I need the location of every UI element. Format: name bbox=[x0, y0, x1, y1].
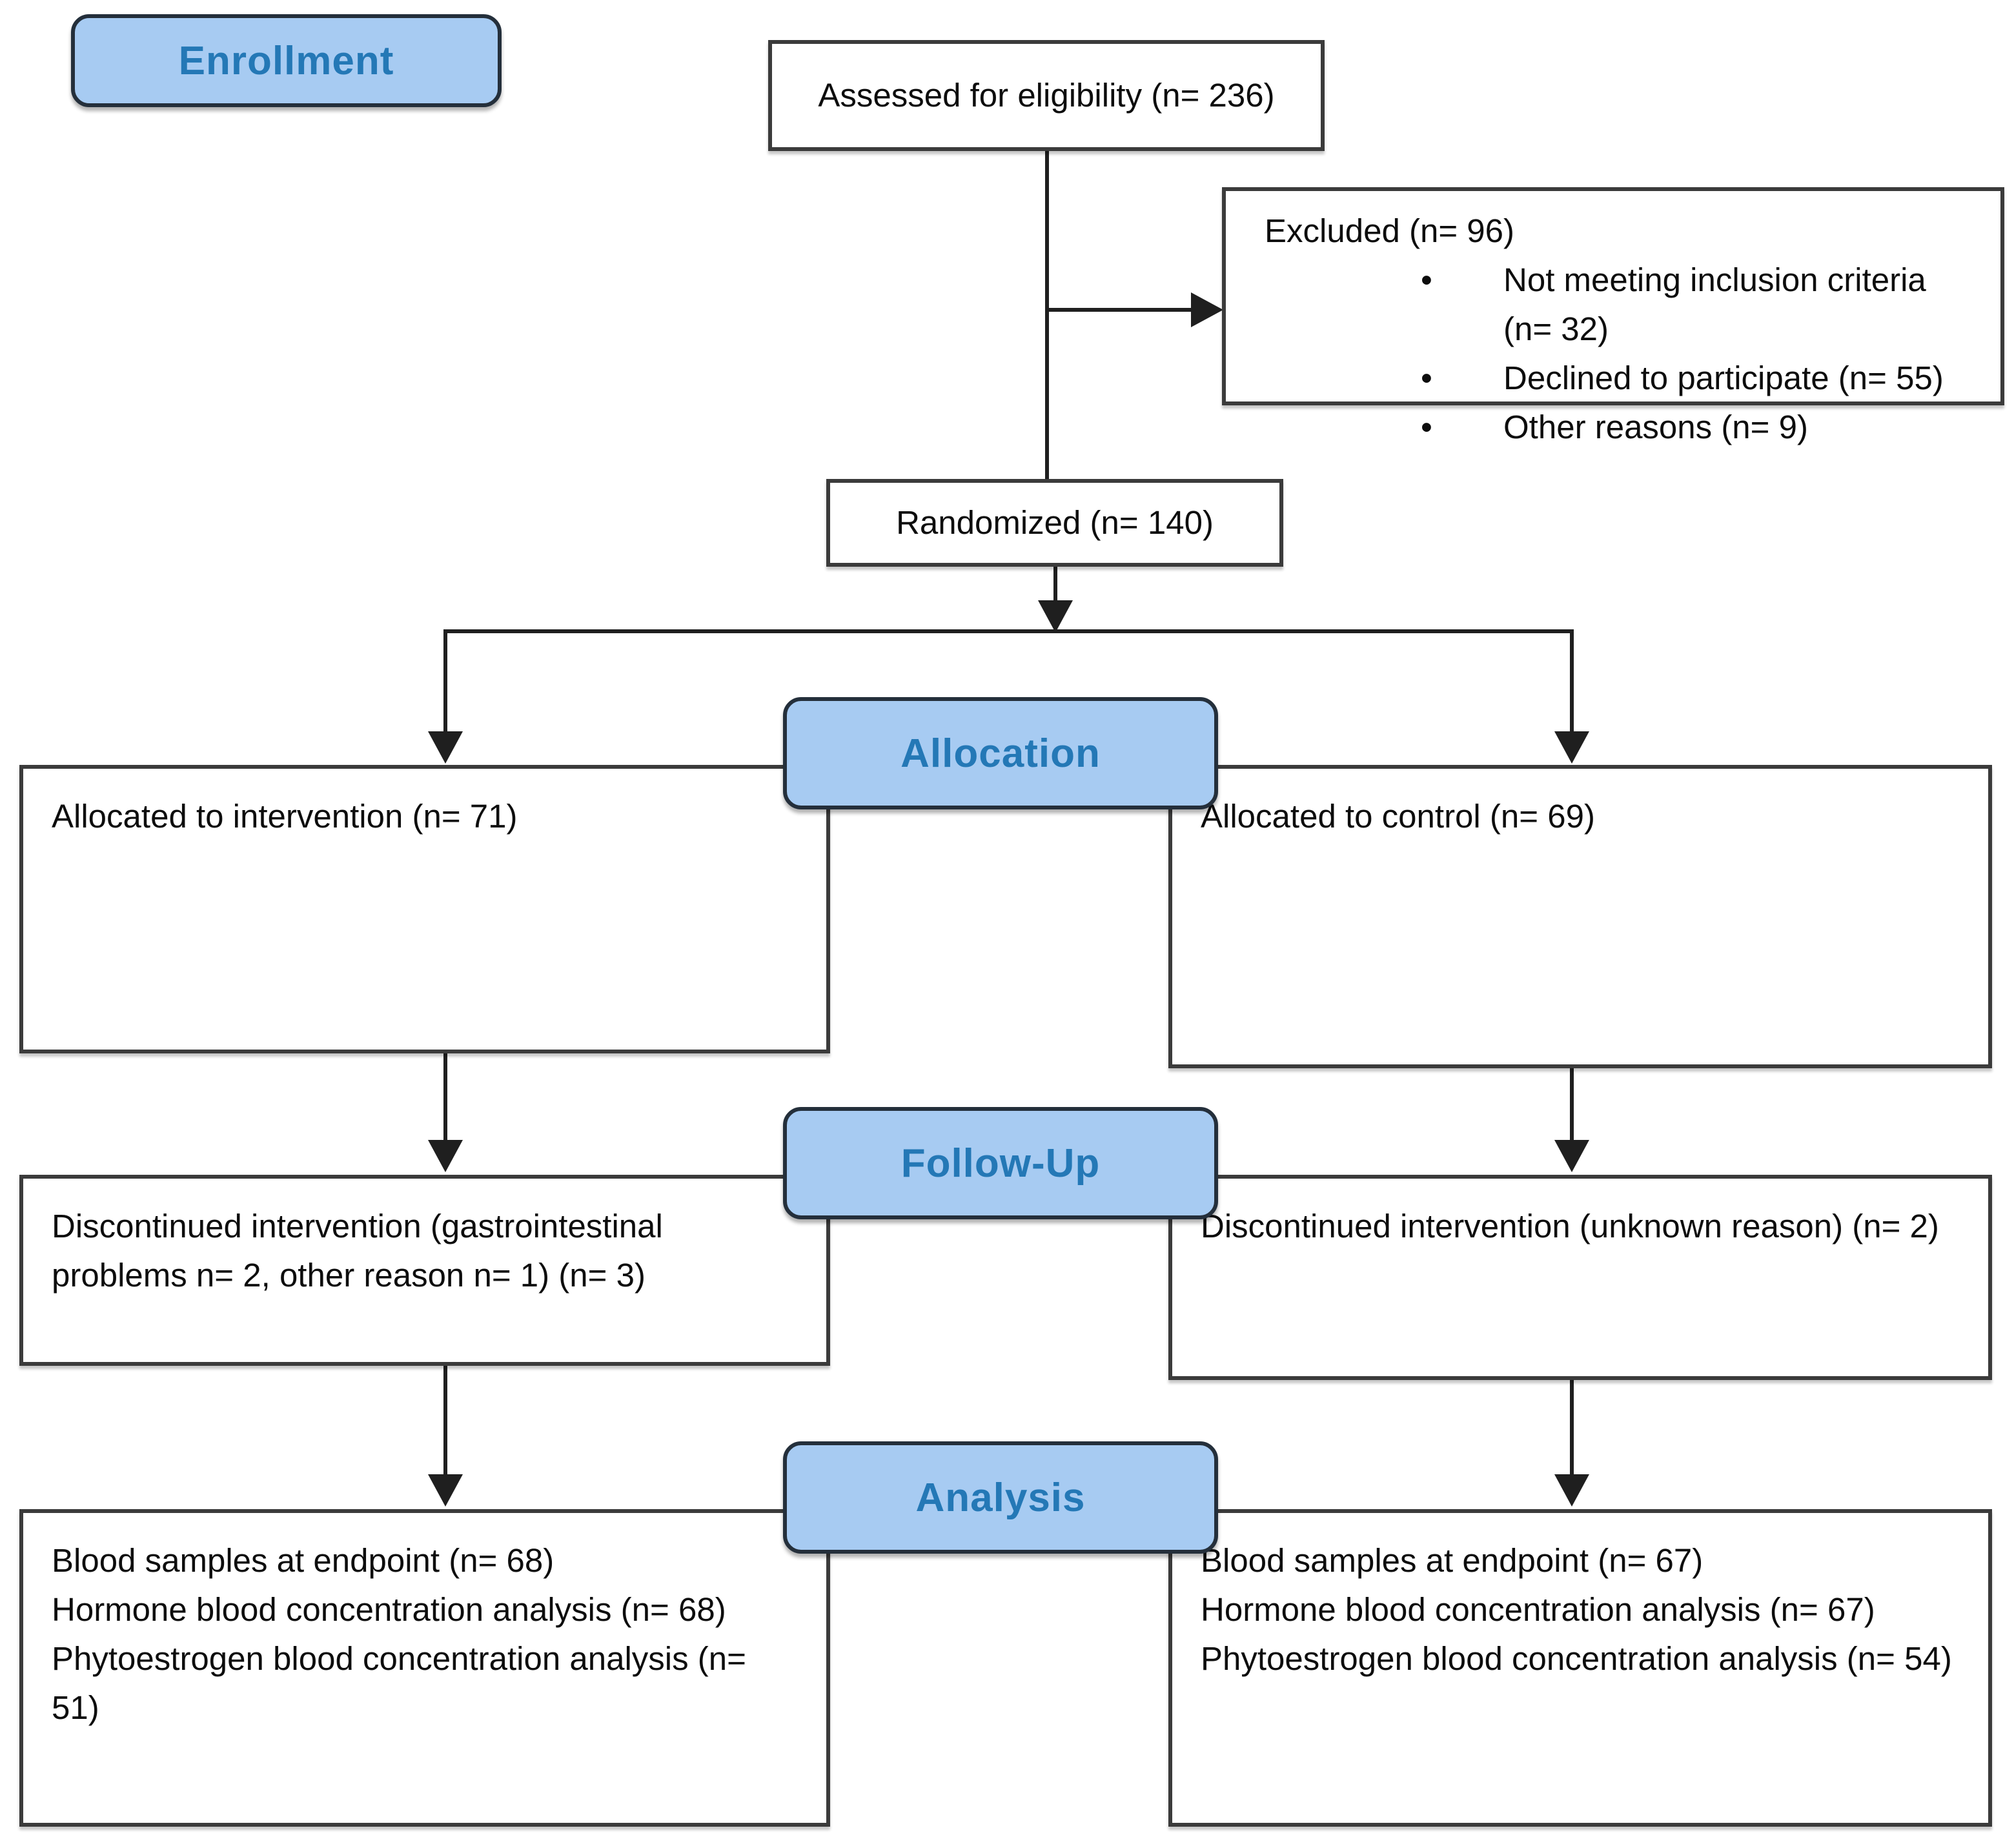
box-randomized-text: Randomized (n= 140) bbox=[896, 504, 1214, 541]
bullet-marker-icon: • bbox=[1421, 261, 1432, 298]
stage-label-analysis-text: Analysis bbox=[915, 1475, 1086, 1520]
arrowhead-down-split-icon bbox=[1038, 600, 1073, 633]
arrowhead-down-control-icon bbox=[1554, 731, 1589, 764]
box-assessed-for-eligibility: Assessed for eligibility (n= 236) bbox=[768, 40, 1325, 151]
connector-split-horizontal bbox=[443, 629, 1574, 633]
box-assessed-text: Assessed for eligibility (n= 236) bbox=[818, 77, 1275, 114]
connector-assessed-to-randomized bbox=[1045, 150, 1049, 479]
arrowhead-down-followup-left-icon bbox=[428, 1140, 463, 1172]
bullet-marker-icon: • bbox=[1421, 409, 1432, 445]
connector-split-to-control bbox=[1570, 629, 1574, 734]
excluded-bullet-row: • Not meeting inclusion criteria (n= 32) bbox=[1254, 256, 1972, 354]
analysis-left-line-2: Hormone blood concentration analysis (n=… bbox=[52, 1591, 726, 1628]
analysis-right-line-3: Phytoestrogen blood concentration analys… bbox=[1201, 1640, 1952, 1677]
excluded-bullet-row: • Declined to participate (n= 55) bbox=[1254, 354, 1972, 403]
box-analysis-control: Blood samples at endpoint (n= 67) Hormon… bbox=[1168, 1509, 1992, 1827]
box-discontinued-control-text: Discontinued intervention (unknown reaso… bbox=[1201, 1208, 1939, 1244]
excluded-title: Excluded (n= 96) bbox=[1265, 212, 1514, 249]
excluded-bullet-row: • Other reasons (n= 9) bbox=[1254, 403, 1972, 452]
box-discontinued-intervention-text: Discontinued intervention (gastrointesti… bbox=[52, 1208, 663, 1294]
arrowhead-down-analysis-left-icon bbox=[428, 1474, 463, 1507]
analysis-right-line-1: Blood samples at endpoint (n= 67) bbox=[1201, 1542, 1704, 1579]
stage-label-allocation: Allocation bbox=[783, 697, 1218, 809]
connector-control-to-followup bbox=[1570, 1068, 1574, 1142]
excluded-bullet-2: Declined to participate (n= 55) bbox=[1503, 360, 1944, 396]
connector-followup-to-analysis-right bbox=[1570, 1380, 1574, 1477]
arrowhead-right-excluded-icon bbox=[1191, 292, 1223, 327]
box-allocated-intervention: Allocated to intervention (n= 71) bbox=[19, 765, 830, 1053]
connector-intervention-to-followup bbox=[443, 1053, 447, 1142]
bullet-marker-icon: • bbox=[1421, 360, 1432, 396]
stage-label-enrollment-text: Enrollment bbox=[178, 38, 394, 83]
stage-label-followup-text: Follow-Up bbox=[900, 1141, 1101, 1186]
box-analysis-intervention: Blood samples at endpoint (n= 68) Hormon… bbox=[19, 1509, 830, 1827]
box-excluded: Excluded (n= 96) • Not meeting inclusion… bbox=[1222, 187, 2004, 445]
analysis-right-line-2: Hormone blood concentration analysis (n=… bbox=[1201, 1591, 1875, 1628]
excluded-bullet-3: Other reasons (n= 9) bbox=[1503, 409, 1808, 445]
box-allocated-intervention-text: Allocated to intervention (n= 71) bbox=[52, 798, 518, 835]
box-discontinued-control: Discontinued intervention (unknown reaso… bbox=[1168, 1175, 1992, 1380]
connector-followup-to-analysis-left bbox=[443, 1366, 447, 1477]
connector-randomized-to-split bbox=[1053, 567, 1057, 603]
analysis-left-line-1: Blood samples at endpoint (n= 68) bbox=[52, 1542, 554, 1579]
box-allocated-control: Allocated to control (n= 69) bbox=[1168, 765, 1992, 1068]
box-allocated-control-text: Allocated to control (n= 69) bbox=[1201, 798, 1595, 835]
stage-label-followup: Follow-Up bbox=[783, 1107, 1218, 1219]
stage-label-analysis: Analysis bbox=[783, 1441, 1218, 1554]
box-discontinued-intervention: Discontinued intervention (gastrointesti… bbox=[19, 1175, 830, 1366]
excluded-bullet-1: Not meeting inclusion criteria (n= 32) bbox=[1503, 261, 1926, 347]
connector-split-to-intervention bbox=[443, 629, 447, 734]
stage-label-enrollment: Enrollment bbox=[71, 14, 502, 107]
arrowhead-down-intervention-icon bbox=[428, 731, 463, 764]
analysis-left-line-3: Phytoestrogen blood concentration analys… bbox=[52, 1640, 746, 1726]
box-randomized: Randomized (n= 140) bbox=[826, 479, 1283, 567]
arrowhead-down-followup-right-icon bbox=[1554, 1140, 1589, 1172]
stage-label-allocation-text: Allocation bbox=[900, 731, 1101, 776]
connector-to-excluded bbox=[1045, 308, 1192, 312]
arrowhead-down-analysis-right-icon bbox=[1554, 1474, 1589, 1507]
